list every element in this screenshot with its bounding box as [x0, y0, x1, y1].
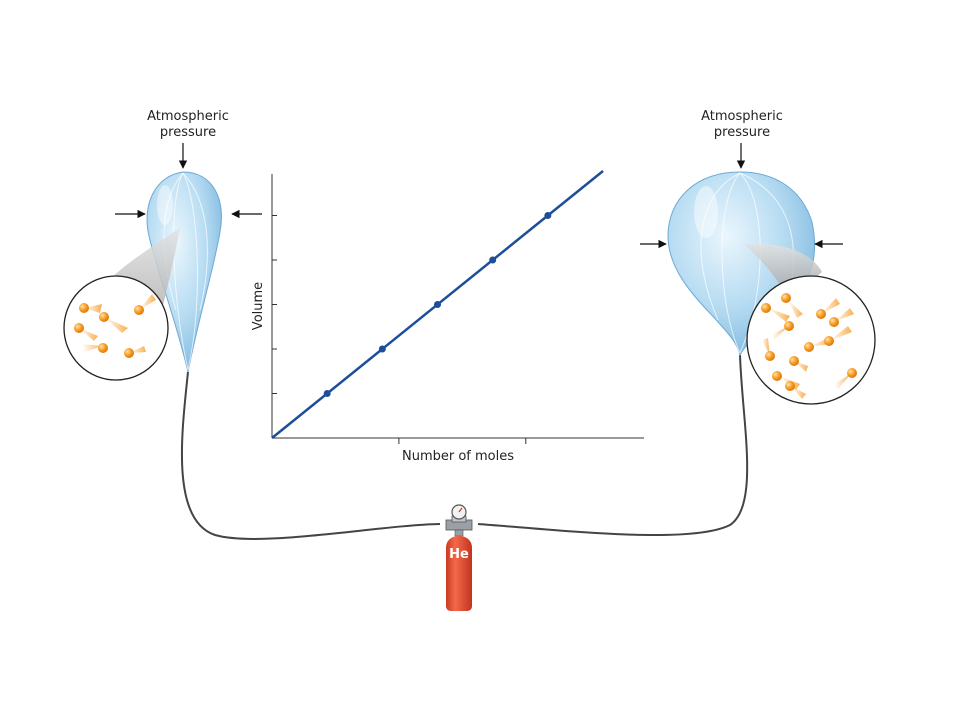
gas-hose [180, 354, 749, 540]
helium-tank: He [445, 504, 473, 611]
y-tick-group [272, 215, 277, 394]
x-tick-group [398, 438, 527, 444]
left-molecules [74, 294, 156, 358]
y-axis-label: Volume [251, 282, 266, 330]
right-molecules [761, 293, 857, 399]
volume-vs-moles-chart: Number of moles Volume [251, 170, 644, 464]
left-zoom-circle [63, 275, 169, 381]
right-molecule-zoom [745, 244, 876, 405]
data-point-4 [489, 256, 497, 264]
data-point-3 [434, 301, 442, 308]
data-point-1 [323, 390, 331, 397]
series-marker-group [323, 212, 552, 397]
left-balloon-body [146, 171, 222, 373]
x-axis-label: Number of moles [402, 449, 514, 464]
right-pressure-label-line1: Atmospheric [701, 109, 783, 124]
left-pressure-label-line1: Atmospheric [147, 109, 229, 124]
right-pressure-label-line2: pressure [714, 125, 770, 140]
data-point-2 [378, 345, 386, 353]
left-molecule-zoom [63, 228, 180, 381]
tank-label: He [449, 547, 469, 562]
data-point-5 [544, 212, 552, 219]
left-pressure-label-line2: pressure [160, 125, 216, 140]
